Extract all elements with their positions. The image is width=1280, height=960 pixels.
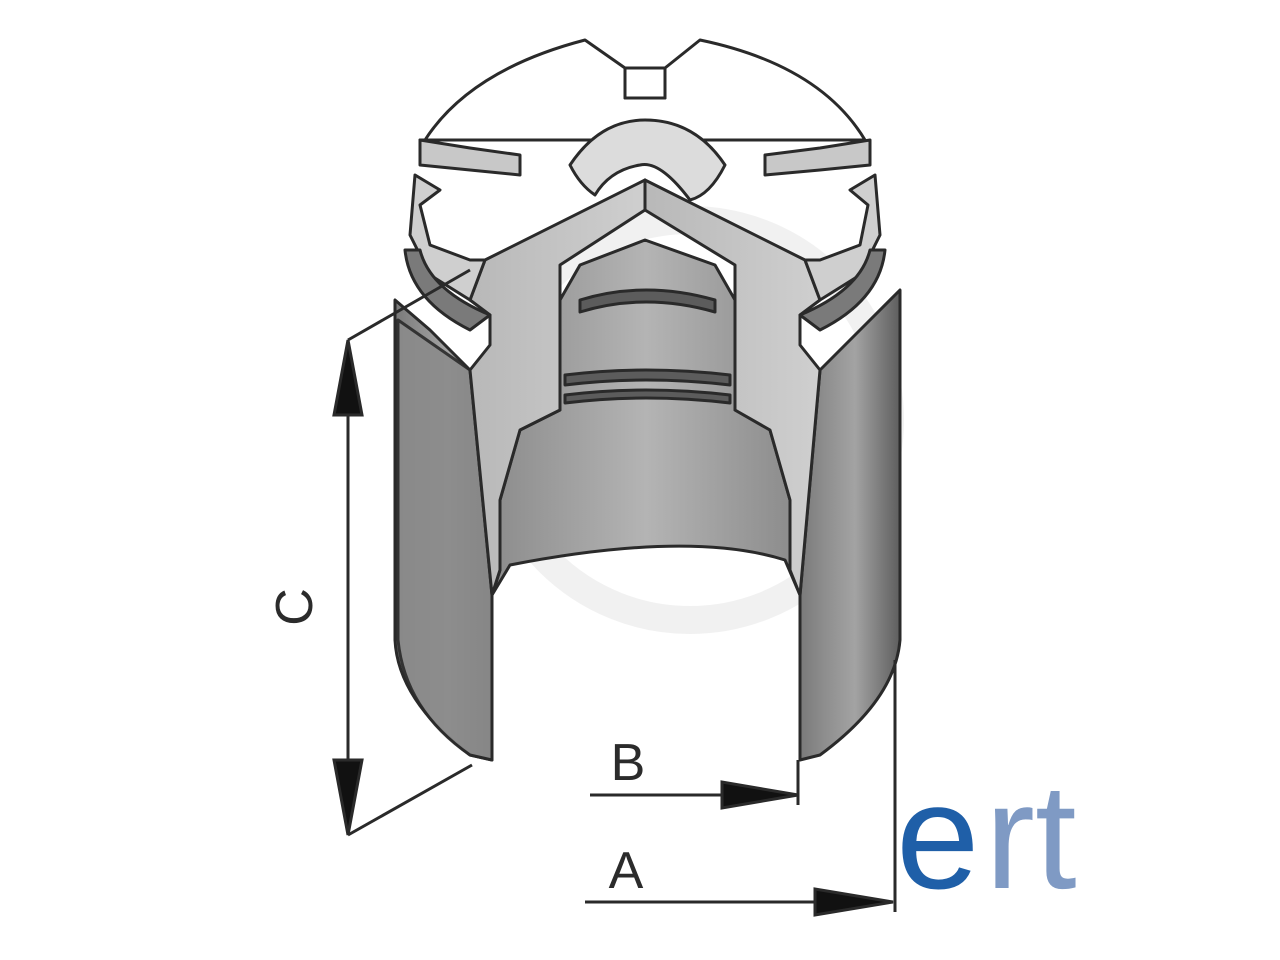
dimension-b-arrow [720, 780, 799, 810]
dimension-c-arrow-bottom [332, 758, 364, 836]
inner-groove-lower-2 [563, 388, 732, 405]
dimension-c-extension-top [347, 268, 471, 342]
inner-groove-upper [578, 288, 717, 314]
piston-section-left-wall [468, 178, 647, 597]
dimension-c-arrow-top [332, 339, 364, 417]
cap-top-notch [623, 66, 667, 100]
dimension-c [332, 268, 473, 837]
dimension-b-label: B [611, 734, 646, 792]
dimension-b [590, 760, 800, 810]
cap-groove-left [403, 248, 492, 332]
dimension-c-extension-bottom [347, 763, 473, 837]
dimension-a [585, 660, 897, 917]
dimension-a-arrow [813, 887, 894, 917]
ert-logo-rt: rt [985, 752, 1077, 920]
piston-top-cap [403, 38, 887, 332]
cap-right-lug [763, 138, 872, 177]
cap-left-lug [418, 138, 522, 177]
ert-logo-e: e [896, 752, 979, 920]
dimension-a-label: A [609, 842, 644, 900]
piston-body [393, 178, 902, 762]
piston-outer-wall-right [798, 288, 902, 762]
piston-cutaway-left [396, 318, 494, 762]
cap-groove-right [798, 248, 887, 332]
piston-section-right-wall [643, 178, 822, 597]
cap-center-boss [568, 118, 727, 202]
ert-logo: e rt [896, 752, 1077, 920]
inner-groove-lower-1 [563, 368, 732, 387]
piston-inner-bore [490, 238, 802, 597]
dimension-c-label: C [266, 588, 324, 626]
